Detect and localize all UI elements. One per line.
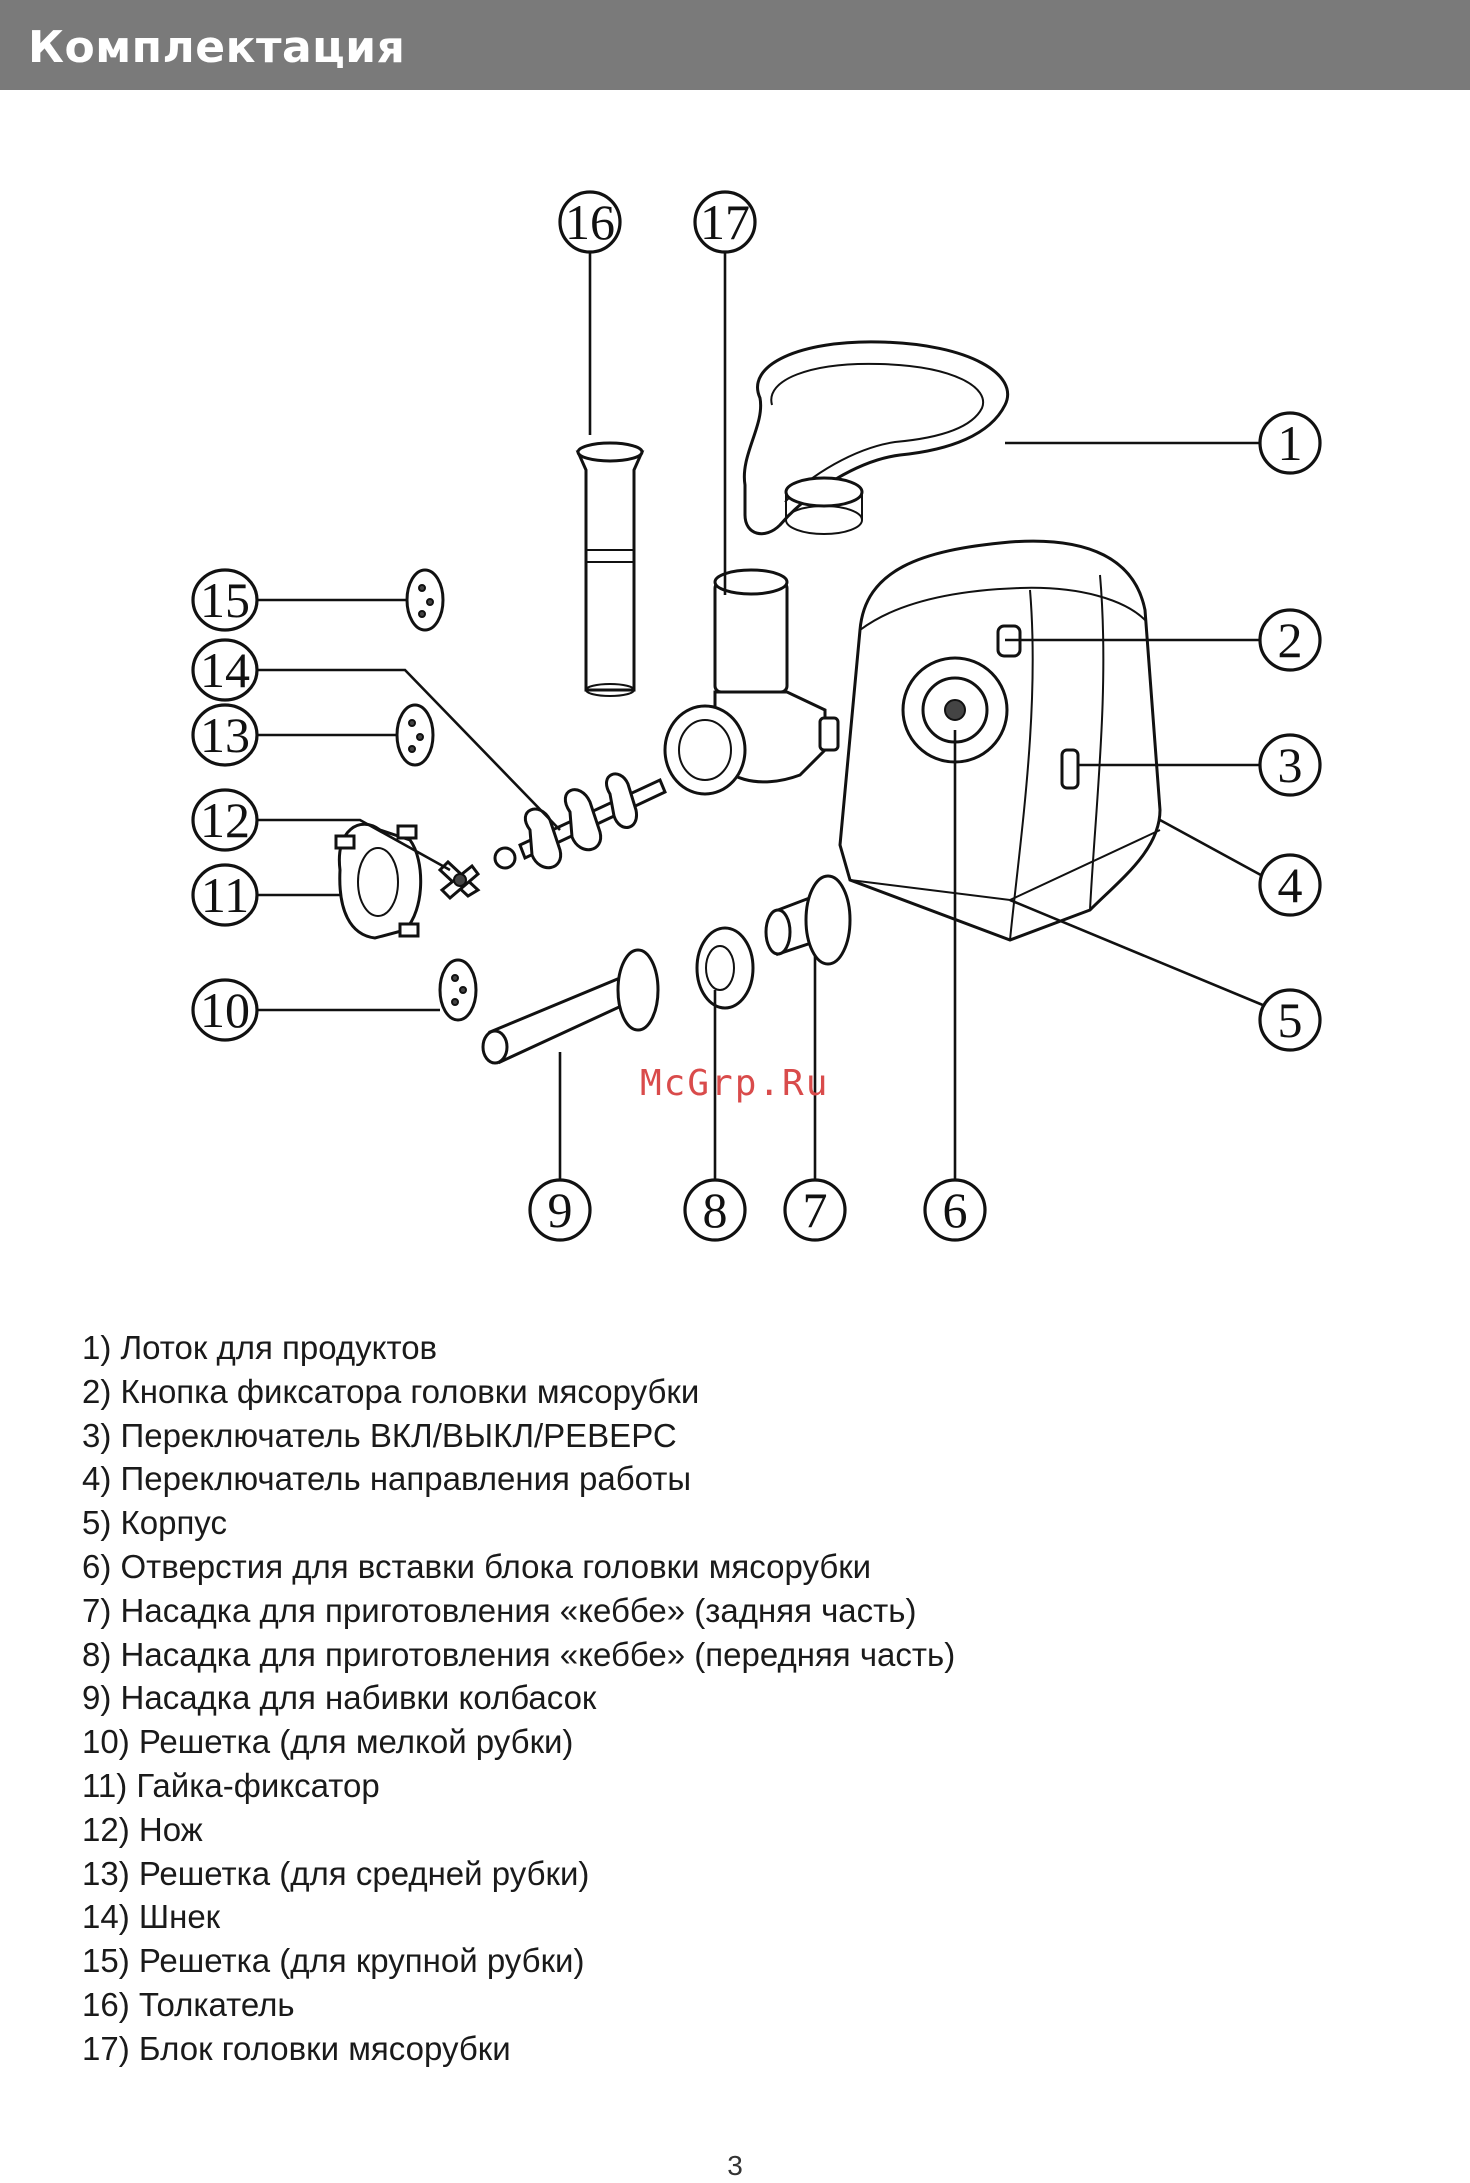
lock-nut-drawing — [334, 822, 423, 940]
list-item: 6) Отверстия для вставки блока головки м… — [82, 1547, 872, 1585]
callout-9: 9 — [528, 1178, 592, 1242]
callout-13: 13 — [191, 703, 259, 767]
list-item: 9) Насадка для набивки колбасок — [82, 1679, 597, 1717]
svg-text:16: 16 — [565, 194, 615, 250]
medium-plate-drawing — [395, 703, 435, 767]
list-item: 13) Решетка (для средней рубки) — [82, 1854, 590, 1892]
motor-body-drawing — [838, 539, 1162, 942]
list-item: 15) Решетка (для крупной рубки) — [82, 1942, 585, 1980]
fine-plate-drawing — [438, 958, 478, 1022]
svg-text:2: 2 — [1278, 612, 1303, 668]
callout-17: 17 — [693, 190, 757, 254]
section-title: Комплектация — [28, 22, 406, 73]
svg-text:3: 3 — [1278, 737, 1303, 793]
list-item: 11) Гайка-фиксатор — [82, 1766, 380, 1804]
svg-text:7: 7 — [803, 1182, 828, 1238]
svg-text:11: 11 — [201, 867, 249, 923]
callout-6: 6 — [923, 1178, 987, 1242]
auger-drawing — [493, 772, 667, 870]
list-item: 3) Переключатель ВКЛ/ВЫКЛ/РЕВЕРС — [82, 1416, 677, 1454]
kebbe-front-drawing — [695, 926, 755, 1010]
svg-text:5: 5 — [1278, 992, 1303, 1048]
callout-4: 4 — [1258, 853, 1322, 917]
list-item: 5) Корпус — [82, 1504, 227, 1542]
list-item: 16) Толкатель — [82, 1985, 295, 2023]
callout-7: 7 — [783, 1178, 847, 1242]
list-item: 14) Шнек — [82, 1898, 221, 1936]
section-header: Комплектация — [0, 0, 1470, 90]
pusher-drawing — [575, 441, 645, 697]
svg-text:8: 8 — [703, 1182, 728, 1238]
kebbe-rear-drawing — [764, 874, 852, 966]
svg-text:6: 6 — [943, 1182, 968, 1238]
grinder-head-drawing — [663, 568, 840, 796]
svg-text:13: 13 — [200, 707, 250, 763]
list-item: 8) Насадка для приготовления «кеббе» (пе… — [82, 1635, 956, 1673]
list-item: 2) Кнопка фиксатора головки мясорубки — [82, 1372, 700, 1410]
list-item: 4) Переключатель направления работы — [82, 1460, 692, 1498]
callout-11: 11 — [191, 863, 259, 927]
coarse-plate-drawing — [405, 568, 445, 632]
watermark-text: McGrp.Ru — [640, 1063, 829, 1104]
list-item: 1) Лоток для продуктов — [82, 1329, 438, 1366]
list-item: 7) Насадка для приготовления «кеббе» (за… — [82, 1591, 917, 1629]
svg-text:1: 1 — [1278, 415, 1303, 471]
svg-text:14: 14 — [200, 642, 250, 698]
callout-10: 10 — [191, 978, 259, 1042]
callout-14: 14 — [191, 638, 259, 702]
callout-1: 1 — [1258, 411, 1322, 475]
svg-text:4: 4 — [1278, 857, 1303, 913]
list-item: 10) Решетка (для мелкой рубки) — [82, 1723, 574, 1761]
callout-15: 15 — [191, 568, 259, 632]
svg-text:17: 17 — [700, 194, 750, 250]
callout-8: 8 — [683, 1178, 747, 1242]
svg-text:15: 15 — [200, 572, 250, 628]
list-item: 12) Нож — [82, 1810, 203, 1848]
callout-5: 5 — [1258, 988, 1322, 1052]
parts-list: 1) Лоток для продуктов 2) Кнопка фиксато… — [82, 1326, 1382, 2071]
svg-text:10: 10 — [200, 982, 250, 1038]
exploded-parts-diagram: 16 17 1 2 3 4 5 6 — [160, 190, 1340, 1270]
svg-text:12: 12 — [200, 792, 250, 848]
sausage-funnel-drawing — [481, 948, 660, 1065]
page-number: 3 — [727, 2150, 743, 2181]
food-tray-drawing — [742, 340, 1010, 536]
callout-2: 2 — [1258, 608, 1322, 672]
callout-12: 12 — [191, 788, 259, 852]
list-item: 17) Блок головки мясорубки — [82, 2029, 511, 2067]
callout-16: 16 — [558, 190, 622, 254]
svg-text:9: 9 — [548, 1182, 573, 1238]
callout-3: 3 — [1258, 733, 1322, 797]
